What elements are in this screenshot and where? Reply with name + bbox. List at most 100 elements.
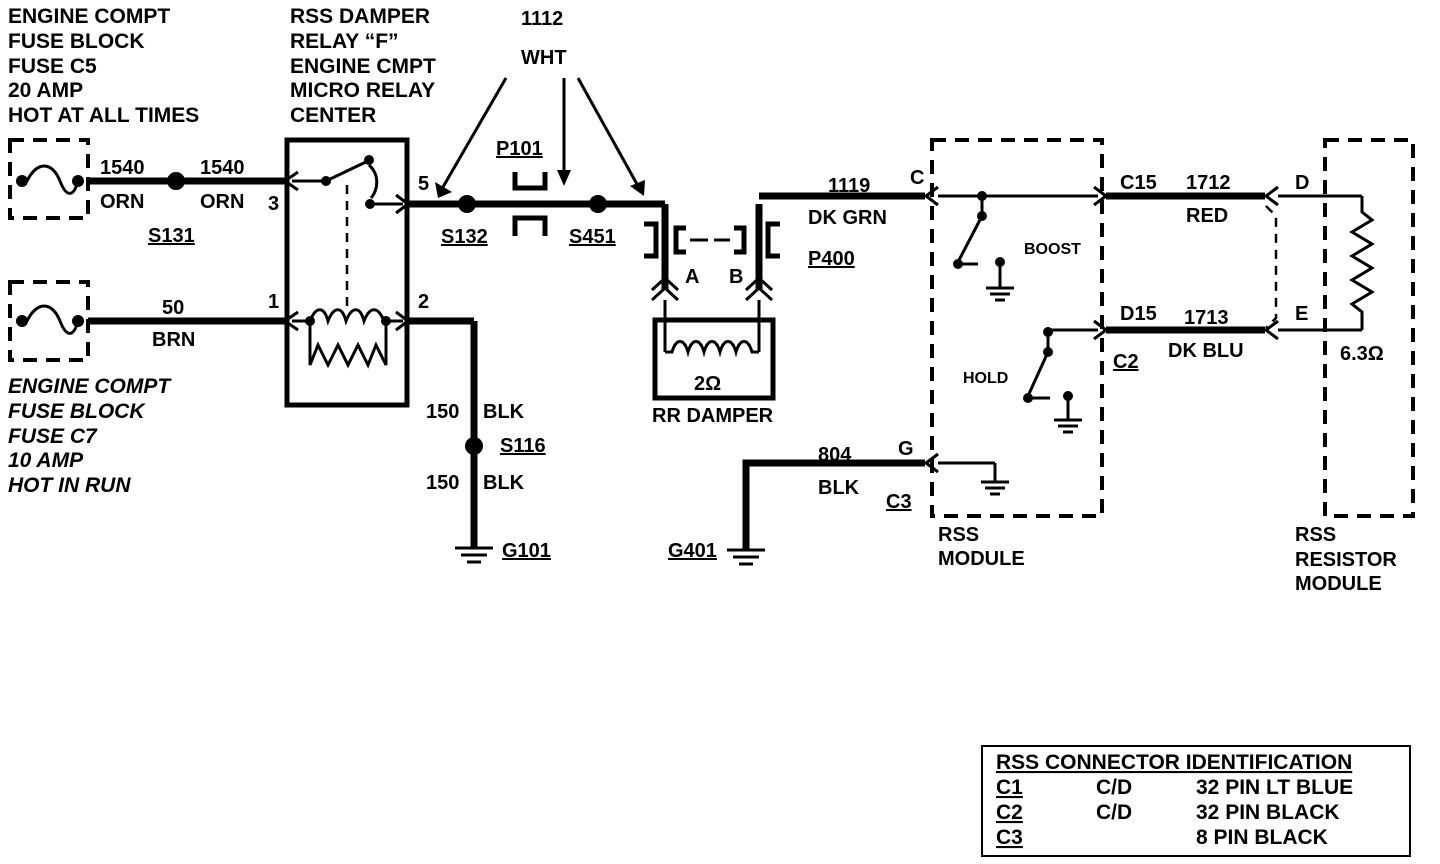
svg-text:ENGINE CMPT: ENGINE CMPT: [290, 55, 436, 78]
svg-text:ENGINE COMPT: ENGINE COMPT: [8, 375, 172, 398]
svg-text:RELAY “F”: RELAY “F”: [290, 30, 399, 53]
wire-50-number: 50: [162, 297, 184, 319]
svg-text:20 AMP: 20 AMP: [8, 79, 83, 102]
wire-1712: [1106, 185, 1279, 329]
wire-1540-left-color: ORN: [100, 191, 144, 213]
wire-150: [408, 317, 483, 548]
module-pin-d15: D15: [1120, 303, 1157, 325]
wire-1119-number: 1119: [828, 175, 870, 197]
wire-150-lower-color: BLK: [483, 472, 525, 494]
table-row-c2-id: C2: [996, 801, 1023, 824]
table-row-c3-desc: 8 PIN BLACK: [1196, 826, 1328, 849]
table-row-c3-id: C3: [996, 826, 1023, 849]
relay-pin-2: 2: [418, 291, 429, 313]
resistor-module-name-line-2: RESISTOR: [1295, 549, 1397, 571]
splice-s116-dot: [465, 437, 483, 455]
wire-1712-color: RED: [1186, 205, 1228, 227]
table-row-c2-desc: 32 PIN BLACK: [1196, 801, 1340, 824]
resistor-module-name-line-3: MODULE: [1295, 573, 1382, 595]
rss-module-name-line-1: RSS: [938, 524, 979, 546]
relay-pin-3: 3: [268, 193, 279, 215]
wire-804-color: BLK: [818, 477, 860, 499]
module-pin-c: C: [910, 167, 924, 189]
splice-s131-label: S131: [148, 225, 195, 247]
fuse-c5-symbol: [8, 138, 90, 220]
wire-1713-number: 1713: [1184, 307, 1229, 329]
wire-1712-number: 1712: [1186, 172, 1231, 194]
svg-text:ENGINE COMPT: ENGINE COMPT: [8, 5, 170, 28]
svg-text:MICRO RELAY: MICRO RELAY: [290, 79, 435, 102]
svg-text:FUSE BLOCK: FUSE BLOCK: [8, 30, 145, 53]
ground-g401-label: G401: [668, 540, 717, 562]
splice-s451-label: S451: [569, 226, 616, 248]
svg-text:CENTER: CENTER: [290, 104, 376, 127]
rss-module-name-line-2: MODULE: [938, 548, 1025, 570]
svg-text:RSS DAMPER: RSS DAMPER: [290, 5, 430, 28]
svg-text:HOT AT ALL TIMES: HOT AT ALL TIMES: [8, 104, 199, 127]
table-row-c1-type: C/D: [1096, 776, 1132, 799]
wire-1540-right-color: ORN: [200, 191, 244, 213]
relay-title: RSS DAMPER RELAY “F” ENGINE CMPT MICRO R…: [290, 5, 436, 127]
boost-switch-label: BOOST: [1024, 241, 1081, 258]
fuse-c7-label: ENGINE COMPT FUSE BLOCK FUSE C7 10 AMP H…: [8, 375, 172, 497]
rr-damper-symbol: [650, 204, 776, 401]
wire-1540-left-number: 1540: [100, 157, 145, 179]
splice-s116-label: S116: [500, 435, 546, 457]
ground-g101-symbol: [455, 546, 493, 564]
resistor-module-name-line-1: RSS: [1295, 524, 1336, 546]
svg-text:FUSE BLOCK: FUSE BLOCK: [8, 400, 146, 423]
wire-1540-right-number: 1540: [200, 157, 245, 179]
wire-1112-color: WHT: [521, 47, 567, 69]
relay-pin-1: 1: [268, 291, 279, 313]
connector-table-title: RSS CONNECTOR IDENTIFICATION: [996, 751, 1352, 774]
wire-1713: [1106, 319, 1279, 341]
fuse-c7-symbol: [8, 280, 90, 362]
wire-150-lower-number: 150: [426, 472, 459, 494]
connector-p400-label: P400: [808, 248, 855, 270]
damper-resistance: 2Ω: [694, 373, 721, 395]
damper-pin-a: A: [685, 266, 699, 288]
rss-resistor-module-box: [1278, 138, 1415, 518]
svg-text:10 AMP: 10 AMP: [8, 449, 84, 472]
damper-name: RR DAMPER: [652, 405, 774, 427]
table-row-c2-type: C/D: [1096, 801, 1132, 824]
wire-150-upper-color: BLK: [483, 401, 525, 423]
wire-1119-color: DK GRN: [808, 207, 887, 229]
rss-module-box: [930, 138, 1109, 518]
connector-c3-label: C3: [886, 491, 912, 513]
fuse-c5-label: ENGINE COMPT FUSE BLOCK FUSE C5 20 AMP H…: [8, 5, 199, 127]
splice-s132-label: S132: [441, 226, 488, 248]
resistor-pin-e: E: [1295, 303, 1308, 325]
module-pin-g: G: [898, 438, 914, 460]
wire-1540: [88, 172, 285, 190]
damper-pin-b: B: [729, 266, 743, 288]
p400-connector: [644, 221, 780, 259]
svg-text:FUSE C5: FUSE C5: [8, 55, 97, 78]
connector-c2-label: C2: [1113, 351, 1139, 373]
wire-1112-number: 1112: [521, 8, 563, 30]
connector-table: RSS CONNECTOR IDENTIFICATION C1 C/D 32 P…: [981, 745, 1411, 857]
relay-pin-5: 5: [418, 173, 429, 195]
hold-switch-label: HOLD: [963, 370, 1008, 387]
ground-g101-label: G101: [502, 540, 551, 562]
wire-150-upper-number: 150: [426, 401, 459, 423]
splice-s132-dot: [458, 195, 476, 213]
connector-p101-label: P101: [496, 138, 543, 160]
wire-1112-leader-arrows: [435, 77, 645, 198]
resistor-value: 6.3Ω: [1340, 343, 1384, 365]
rss-damper-relay: [282, 137, 411, 408]
wire-50-color: BRN: [152, 329, 195, 351]
table-row-c1-id: C1: [996, 776, 1023, 799]
wire-1112: [408, 172, 669, 290]
ground-g401-symbol: [727, 548, 765, 566]
splice-s131-dot: [167, 172, 185, 190]
resistor-pin-d: D: [1295, 172, 1309, 194]
svg-text:FUSE C7: FUSE C7: [8, 425, 98, 448]
module-pin-c15: C15: [1120, 172, 1157, 194]
wire-1713-color: DK BLU: [1168, 340, 1244, 362]
wire-804-number: 804: [818, 444, 852, 466]
splice-s451-dot: [589, 195, 607, 213]
table-row-c1-desc: 32 PIN LT BLUE: [1196, 776, 1353, 799]
svg-text:HOT IN RUN: HOT IN RUN: [8, 474, 131, 497]
